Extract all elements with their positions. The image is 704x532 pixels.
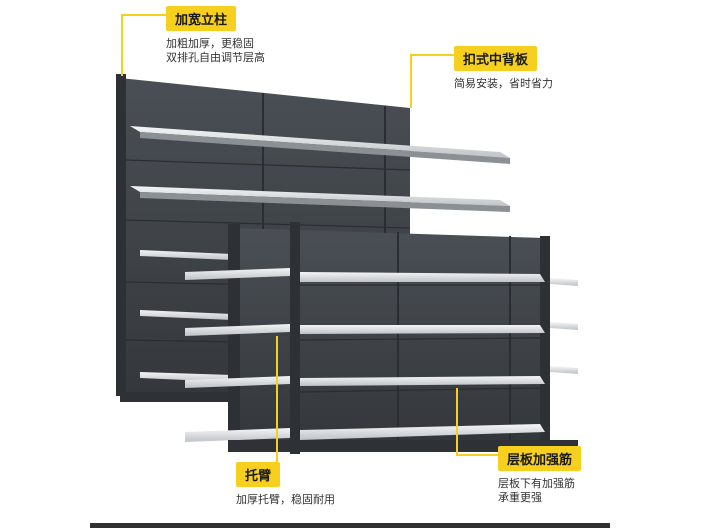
front-shelves bbox=[300, 272, 545, 440]
bracket-shelves bbox=[185, 268, 578, 442]
rear-left-upright bbox=[116, 74, 126, 396]
front-left-upright bbox=[228, 224, 240, 450]
leader-upright bbox=[121, 14, 167, 16]
rear-shelves bbox=[130, 126, 510, 382]
callout-bracket: 托臂 加厚托臂，稳固耐用 bbox=[236, 462, 335, 507]
front-shelf-unit bbox=[185, 222, 578, 454]
front-upright-2 bbox=[290, 222, 300, 454]
bottom-strip bbox=[0, 520, 704, 528]
front-right-upright bbox=[540, 236, 550, 442]
callout-upright: 加宽立柱 加粗加厚，更稳固 双排孔自由调节层高 bbox=[166, 6, 265, 65]
callout-backpanel: 扣式中背板 简易安装，省时省力 bbox=[454, 46, 553, 91]
callout-backpanel-title: 扣式中背板 bbox=[454, 46, 538, 71]
leader-backpanel bbox=[410, 54, 456, 56]
callout-upright-desc: 加粗加厚，更稳固 双排孔自由调节层高 bbox=[166, 37, 265, 64]
callout-bracket-title: 托臂 bbox=[236, 462, 281, 487]
callout-backpanel-desc: 简易安装，省时省力 bbox=[454, 77, 553, 90]
callout-upright-title: 加宽立柱 bbox=[166, 6, 237, 31]
leader-backpanel-v bbox=[410, 54, 412, 108]
callout-rib-title: 层板加强筋 bbox=[498, 446, 582, 471]
leader-rib bbox=[456, 454, 500, 456]
leader-rib-v bbox=[456, 388, 458, 456]
callout-rib-desc: 层板下有加强筋 承重更强 bbox=[498, 477, 575, 504]
leader-bracket bbox=[276, 336, 278, 464]
callout-bracket-desc: 加厚托臂，稳固耐用 bbox=[236, 493, 335, 506]
leader-upright-v bbox=[121, 14, 123, 76]
callout-rib: 层板加强筋 层板下有加强筋 承重更强 bbox=[498, 446, 582, 505]
